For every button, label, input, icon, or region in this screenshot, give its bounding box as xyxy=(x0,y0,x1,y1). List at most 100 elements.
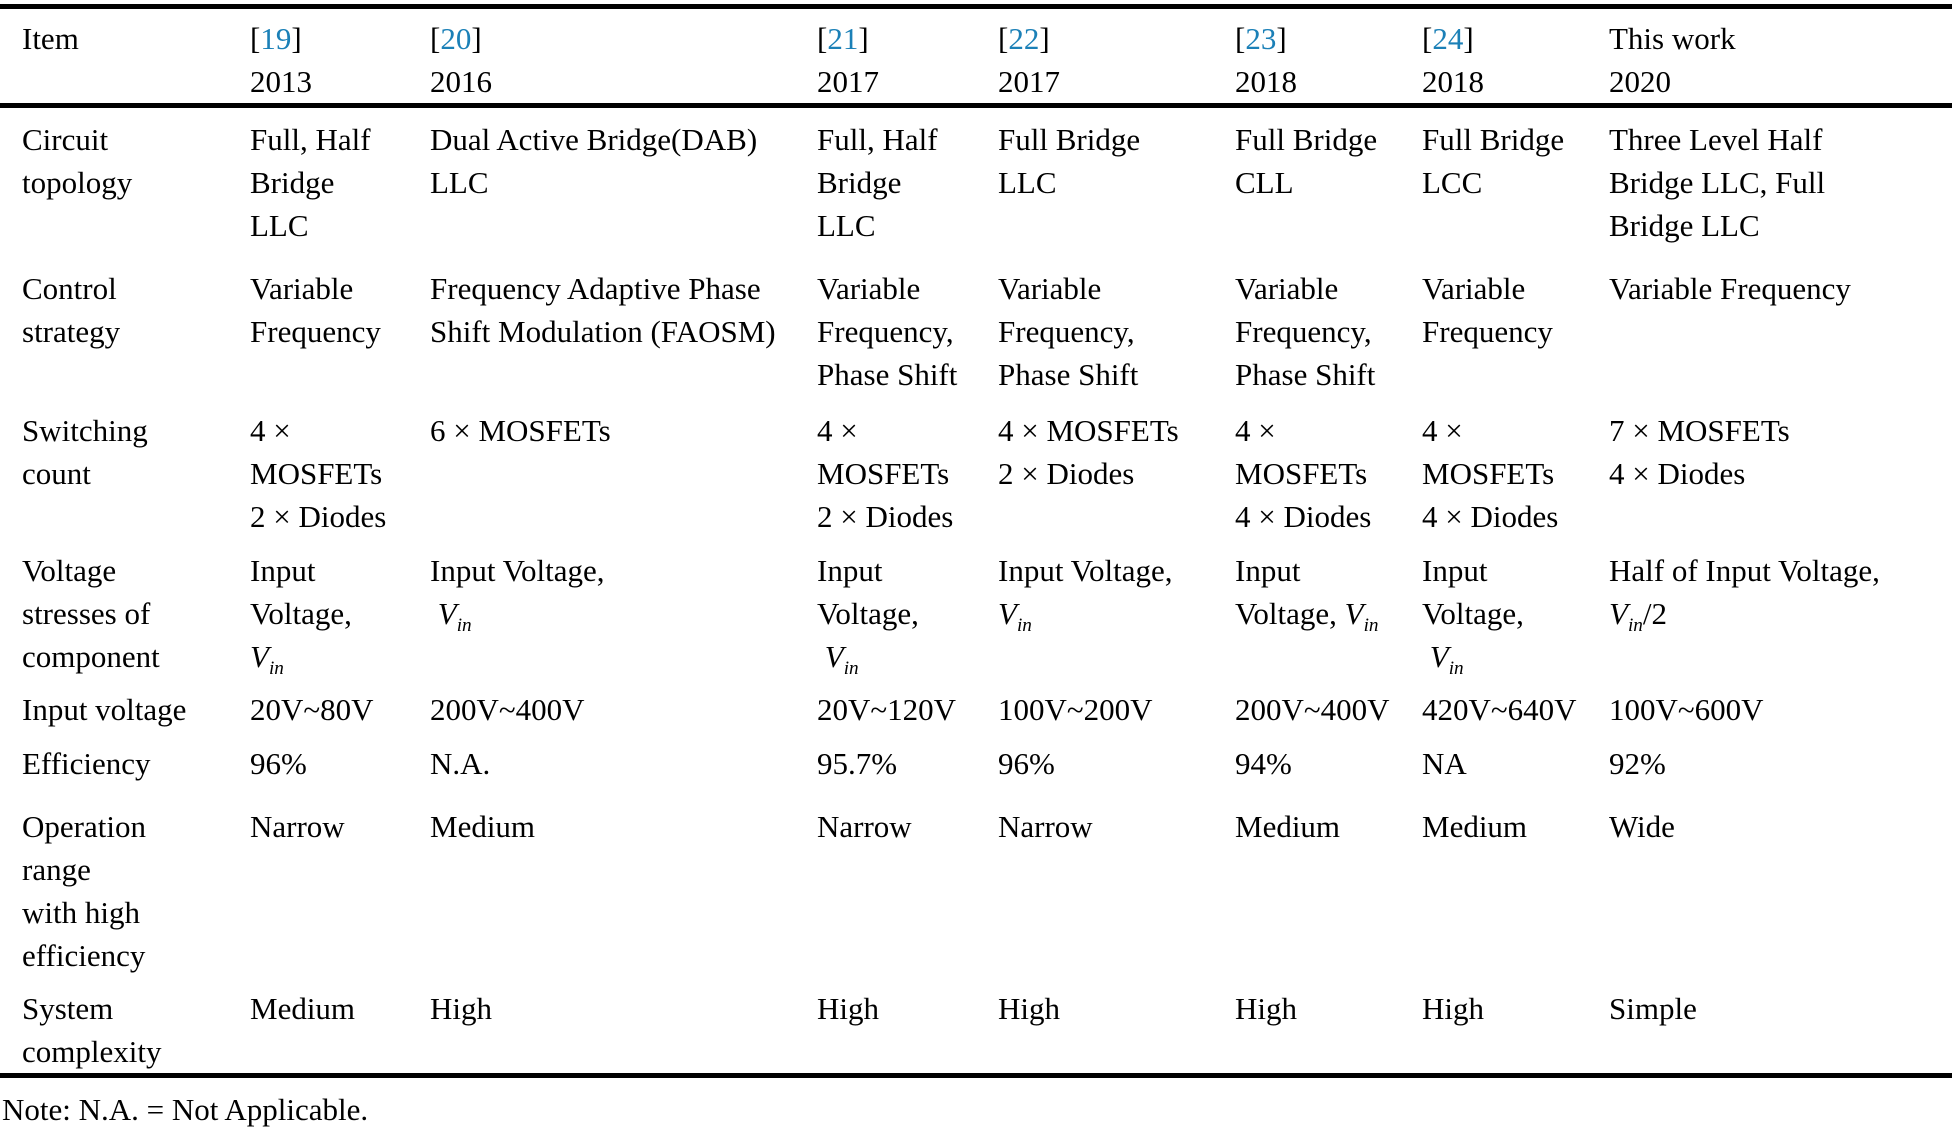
citation-link[interactable]: 23 xyxy=(1245,21,1277,56)
table-cell: 100V~600V xyxy=(1609,691,1764,727)
table-cell: Medium xyxy=(1235,808,1341,844)
table-row: Input voltage 20V~80V 200V~400V 20V~120V 100… xyxy=(0,678,1952,732)
row-label: Efficiency xyxy=(22,745,151,781)
table-cell: 20V~120V xyxy=(817,691,957,727)
column-header-ref-23: [23] 2018 xyxy=(1235,7,1422,106)
column-year: 2013 xyxy=(250,64,312,99)
table-cell: High xyxy=(1235,990,1297,1026)
bracket-open: [ xyxy=(1235,21,1246,56)
table-cell: 92% xyxy=(1609,745,1666,781)
column-year: 2017 xyxy=(817,64,879,99)
column-header-this-work: This work 2020 xyxy=(1609,7,1952,106)
table-cell: Input Voltage,Vin xyxy=(998,552,1173,636)
table-cell: Dual Active Bridge(DAB)LLC xyxy=(430,122,758,200)
bracket-open: [ xyxy=(250,21,261,56)
bracket-open: [ xyxy=(1422,21,1433,56)
column-header-item: Item xyxy=(0,7,250,106)
table-cell: Narrow xyxy=(817,808,912,844)
table-cell: Input Voltage, Vin xyxy=(430,552,605,636)
table-cell: 200V~400V xyxy=(1235,691,1390,727)
table-cell: Medium xyxy=(430,808,536,844)
table-cell: 94% xyxy=(1235,745,1292,781)
citation: [22] xyxy=(998,17,1229,60)
citation: [24] xyxy=(1422,17,1603,60)
column-header-ref-24: [24] 2018 xyxy=(1422,7,1609,106)
table-cell: Medium xyxy=(250,990,356,1026)
column-header-ref-22: [22] 2017 xyxy=(998,7,1235,106)
bracket-open: [ xyxy=(998,21,1009,56)
bracket-close: ] xyxy=(291,21,302,56)
table-cell: 20V~80V xyxy=(250,691,374,727)
row-label: Input voltage xyxy=(22,691,187,727)
column-year: 2016 xyxy=(430,64,492,99)
citation-link[interactable]: 21 xyxy=(827,21,859,56)
bracket-open: [ xyxy=(430,21,441,56)
column-header-ref-21: [21] 2017 xyxy=(817,7,998,106)
citation: [21] xyxy=(817,17,992,60)
this-work-label: This work xyxy=(1609,21,1736,56)
column-header-ref-19: [19] 2013 xyxy=(250,7,430,106)
table-note: Note: N.A. = Not Applicable. xyxy=(2,1091,369,1127)
table-cell: Simple xyxy=(1609,990,1697,1026)
citation-link[interactable]: 22 xyxy=(1008,21,1040,56)
table-cell: Half of Input Voltage,Vin/2 xyxy=(1609,552,1880,636)
citation: [19] xyxy=(250,17,424,60)
column-year: 2018 xyxy=(1422,64,1484,99)
column-year: 2017 xyxy=(998,64,1060,99)
citation: [20] xyxy=(430,17,811,60)
column-year: 2020 xyxy=(1609,64,1671,99)
bracket-close: ] xyxy=(1039,21,1050,56)
bracket-close: ] xyxy=(1463,21,1474,56)
table-cell: 95.7% xyxy=(817,745,898,781)
bracket-open: [ xyxy=(817,21,828,56)
paper-comparison-table-page: Item [19] 2013 [20] 2016 [21] 2017 [22] … xyxy=(0,4,1952,1127)
table-cell: Narrow xyxy=(998,808,1093,844)
column-year: 2018 xyxy=(1235,64,1297,99)
table-cell: 200V~400V xyxy=(430,691,585,727)
table-cell: 100V~200V xyxy=(998,691,1153,727)
table-cell: High xyxy=(817,990,879,1026)
citation-link[interactable]: 20 xyxy=(440,21,472,56)
citation-link[interactable]: 19 xyxy=(260,21,292,56)
table-cell: 96% xyxy=(998,745,1055,781)
table-cell: High xyxy=(1422,990,1484,1026)
table-header: Item [19] 2013 [20] 2016 [21] 2017 [22] … xyxy=(0,7,1952,106)
bracket-close: ] xyxy=(471,21,482,56)
citation-link[interactable]: 24 xyxy=(1432,21,1464,56)
table-cell: Narrow xyxy=(250,808,345,844)
table-cell: 6 × MOSFETs xyxy=(430,412,611,448)
bracket-close: ] xyxy=(858,21,869,56)
table-cell: 420V~640V xyxy=(1422,691,1577,727)
bracket-close: ] xyxy=(1276,21,1287,56)
citation: [23] xyxy=(1235,17,1416,60)
column-header-ref-20: [20] 2016 xyxy=(430,7,817,106)
